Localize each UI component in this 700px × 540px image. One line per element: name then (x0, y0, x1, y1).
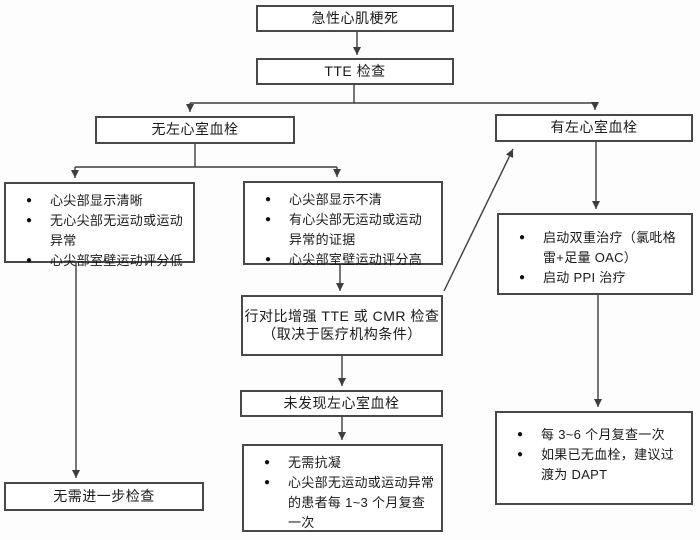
node-contrast-exam-line1: 行对比增强 TTE 或 CMR 检查 (244, 308, 440, 324)
node-no-lvt-found-label: 未发现左心室血栓 (283, 394, 400, 411)
dual-therapy-list: 启动双重治疗（氯吡格雷+足量 OAC） 启动 PPI 治疗 (499, 215, 691, 294)
left-criteria-list: 心尖部显示清晰 无心尖部无运动或运动异常 心尖部室壁运动评分低 (6, 184, 193, 277)
list-item: 每 3~6 个月复查一次 (503, 425, 685, 445)
node-no-lv-thrombus-label: 无左心室血栓 (151, 121, 239, 138)
mid-criteria-list: 心尖部显示不清 有心尖部无运动或运动异常的证据 心尖部室壁运动评分高 (245, 183, 441, 276)
followup-list: 每 3~6 个月复查一次 如果已无血栓，建议过渡为 DAPT (497, 413, 691, 491)
node-no-lvt-found: 未发现左心室血栓 (240, 390, 443, 417)
node-contrast-exam-line2: （取决于医疗机构条件） (262, 325, 422, 342)
list-item: 心尖部室壁运动评分高 (251, 250, 435, 270)
list-item: 无需抗凝 (250, 453, 435, 473)
node-no-further-exam-label: 无需进一步检查 (53, 487, 155, 504)
list-item: 心尖部显示清晰 (12, 191, 187, 211)
node-tte-exam-label: TTE 检查 (324, 62, 386, 79)
node-has-lv-thrombus: 有左心室血栓 (495, 114, 693, 142)
node-dual-therapy: 启动双重治疗（氯吡格雷+足量 OAC） 启动 PPI 治疗 (497, 213, 693, 295)
node-no-lv-thrombus: 无左心室血栓 (95, 116, 295, 144)
node-acute-mi: 急性心肌梗死 (256, 5, 454, 32)
list-item: 心尖部室壁运动评分低 (12, 251, 187, 271)
node-no-anticoagulation: 无需抗凝 心尖部无运动或运动异常的患者每 1~3 个月复查一次 (242, 444, 443, 532)
node-acute-mi-label: 急性心肌梗死 (311, 9, 399, 26)
list-item: 心尖部无运动或运动异常的患者每 1~3 个月复查一次 (250, 473, 435, 533)
node-mid-criteria: 心尖部显示不清 有心尖部无运动或运动异常的证据 心尖部室壁运动评分高 (243, 181, 443, 270)
list-item: 启动双重治疗（氯吡格雷+足量 OAC） (505, 228, 685, 268)
list-item: 无心尖部无运动或运动异常 (12, 211, 187, 251)
no-anticoagulation-list: 无需抗凝 心尖部无运动或运动异常的患者每 1~3 个月复查一次 (244, 446, 441, 539)
node-followup: 每 3~6 个月复查一次 如果已无血栓，建议过渡为 DAPT (495, 411, 693, 505)
list-item: 有心尖部无运动或运动异常的证据 (251, 210, 435, 250)
node-left-criteria: 心尖部显示清晰 无心尖部无运动或运动异常 心尖部室壁运动评分低 (4, 182, 195, 271)
node-no-further-exam: 无需进一步检查 (4, 482, 204, 511)
node-contrast-exam: 行对比增强 TTE 或 CMR 检查 （取决于医疗机构条件） (241, 295, 443, 356)
list-item: 如果已无血栓，建议过渡为 DAPT (503, 445, 685, 485)
list-item: 心尖部显示不清 (251, 190, 435, 210)
node-has-lv-thrombus-label: 有左心室血栓 (550, 119, 638, 136)
list-item: 启动 PPI 治疗 (505, 268, 685, 288)
node-tte-exam: TTE 检查 (256, 58, 454, 85)
